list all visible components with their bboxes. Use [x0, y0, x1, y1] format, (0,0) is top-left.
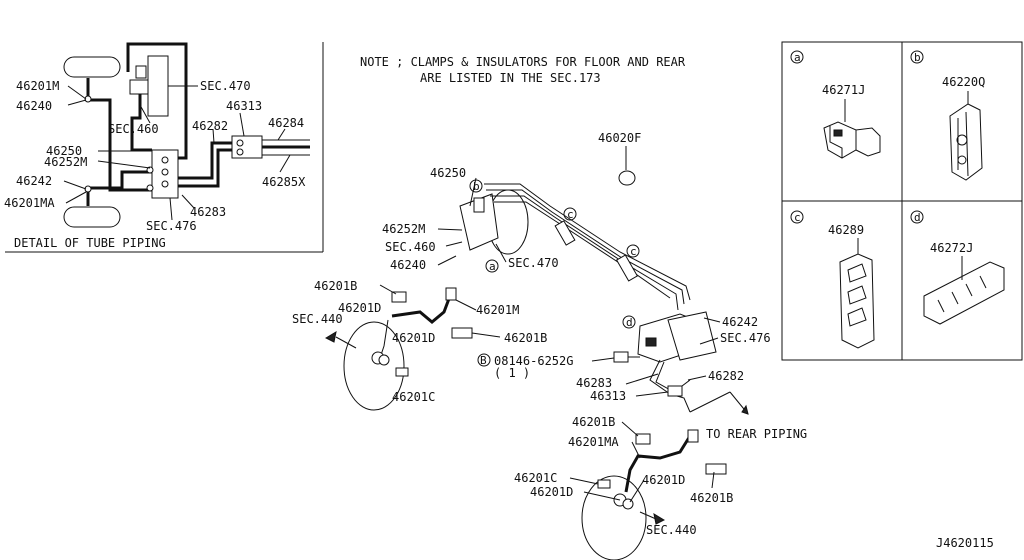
label-46240: 46240	[390, 258, 426, 272]
label-sec476: SEC.476	[720, 331, 771, 345]
legend-mark-c: c	[794, 211, 801, 224]
label-46201C-2: 46201C	[514, 471, 557, 485]
detail-label-46242: 46242	[16, 174, 52, 188]
front-disc-right	[581, 475, 647, 560]
detail-label-46201MA: 46201MA	[4, 196, 55, 210]
grommet-46020F	[618, 170, 636, 186]
label-46201D-3: 46201D	[530, 485, 573, 499]
label-46201B-3: 46201B	[572, 415, 615, 429]
mark-b: b	[473, 180, 480, 193]
label-46020F: 46020F	[598, 131, 641, 145]
label-46242: 46242	[722, 315, 758, 329]
legend-mark-d: d	[914, 211, 921, 224]
label-08146-6252G: 08146-6252G	[494, 354, 573, 368]
clamp-46271J-illustration	[823, 99, 881, 159]
master-cylinder-block	[147, 55, 169, 117]
label-46313: 46313	[590, 389, 626, 403]
diagram-id: J4620115	[936, 536, 994, 550]
clip-46220Q-illustration	[949, 91, 983, 181]
label-sec440-1: SEC.440	[292, 312, 343, 326]
label-46201M: 46201M	[476, 303, 519, 317]
label-sec440-2: SEC.440	[646, 523, 697, 537]
mark-a: a	[489, 260, 496, 273]
bolt-08146	[613, 351, 629, 363]
mark-d: d	[626, 316, 633, 329]
label-46201D-4: 46201D	[642, 473, 685, 487]
label-46201MA: 46201MA	[568, 435, 619, 449]
legend-part-46271J: 46271J	[822, 83, 865, 97]
detail-label-46313: 46313	[226, 99, 262, 113]
label-46282: 46282	[708, 369, 744, 383]
label-sec460: SEC.460	[385, 240, 436, 254]
label-46250: 46250	[430, 166, 466, 180]
front-disc-left	[343, 321, 405, 411]
detail-label-46285X: 46285X	[262, 175, 306, 189]
mark-c-2: c	[630, 245, 637, 258]
bolt-46201C-left	[395, 367, 409, 377]
clip-46201B-lower-right	[705, 463, 727, 475]
detail-label-46282: 46282	[192, 119, 228, 133]
front-wheel-lower	[63, 206, 121, 228]
note-line-2: ARE LISTED IN THE SEC.173	[420, 71, 601, 85]
label-to-rear-piping: TO REAR PIPING	[706, 427, 807, 441]
note-line-1: NOTE ; CLAMPS & INSULATORS FOR FLOOR AND…	[360, 55, 686, 69]
label-46201B-4: 46201B	[690, 491, 733, 505]
label-46201D-1: 46201D	[338, 301, 381, 315]
legend-part-46289: 46289	[828, 223, 864, 237]
detail-label-sec460: SEC.460	[108, 122, 159, 136]
bolt-46201C-right	[597, 479, 611, 489]
detail-label-46252M: 46252M	[44, 155, 87, 169]
detail-inset: 46201M 46240 SEC.470 SEC.460 46313 46282…	[4, 42, 324, 253]
clamp-46272J-illustration	[923, 256, 1005, 325]
bolt-mark: B	[480, 354, 487, 367]
detail-label-sec476: SEC.476	[146, 219, 197, 233]
mark-c-1: c	[567, 208, 574, 221]
clip-46201B-upper-left	[391, 291, 407, 303]
rear-connector	[231, 135, 263, 159]
detail-title: DETAIL OF TUBE PIPING	[14, 236, 166, 250]
front-wheel-upper	[63, 56, 121, 78]
detail-label-46283: 46283	[190, 205, 226, 219]
label-46252M: 46252M	[382, 222, 425, 236]
clamp-46289-illustration	[839, 238, 875, 349]
label-46283: 46283	[576, 376, 612, 390]
detail-label-46201M: 46201M	[16, 79, 59, 93]
legend-part-46272J: 46272J	[930, 241, 973, 255]
detail-label-46240: 46240	[16, 99, 52, 113]
detail-label-46250: 46250	[46, 144, 82, 158]
detail-label-sec470: SEC.470	[200, 79, 251, 93]
label-sec470: SEC.470	[508, 256, 559, 270]
detail-label-46284: 46284	[268, 116, 304, 130]
clip-46201B-lower-left	[451, 327, 473, 339]
label-46201C-1: 46201C	[392, 390, 435, 404]
connector-46313	[667, 385, 683, 397]
label-46201B-1: 46201B	[314, 279, 357, 293]
legend-part-46220Q: 46220Q	[942, 75, 985, 89]
label-bolt-qty: ( 1 )	[494, 366, 530, 380]
legend-grid: a 46271J b 46220Q c 46289	[781, 41, 1023, 361]
legend-mark-b: b	[914, 51, 921, 64]
main-assembly: 46020F	[292, 131, 807, 560]
label-46201B-2: 46201B	[504, 331, 547, 345]
clip-46201B-upper-right	[635, 433, 651, 445]
label-46201D-2: 46201D	[392, 331, 435, 345]
legend-mark-a: a	[794, 51, 801, 64]
